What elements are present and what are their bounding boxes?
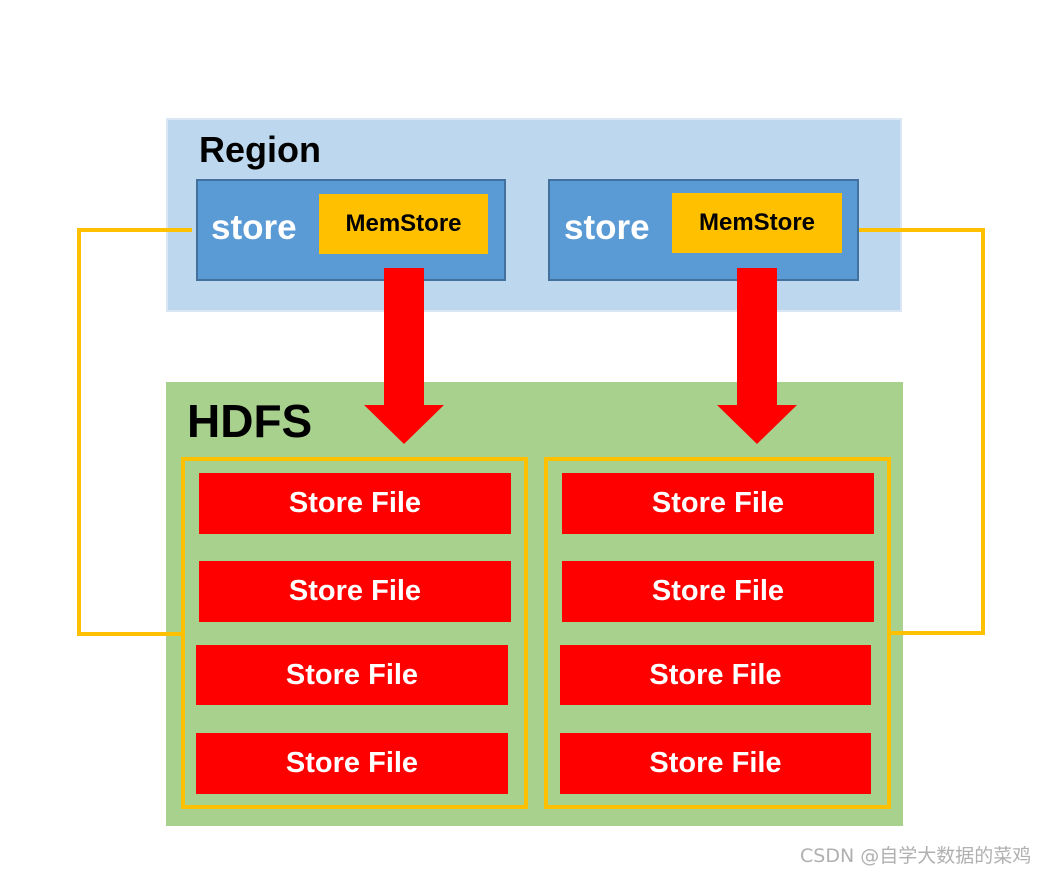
store-file-2-4: Store File bbox=[560, 733, 871, 794]
store-file-2-3: Store File bbox=[560, 645, 871, 705]
watermark: CSDN @自学大数据的菜鸡 bbox=[800, 845, 1032, 867]
store-file-1-2: Store File bbox=[199, 561, 511, 622]
store-label-2: store bbox=[564, 208, 650, 247]
flush-arrow-right bbox=[717, 268, 797, 444]
flush-arrow-left bbox=[364, 268, 444, 444]
store-file-1-4: Store File bbox=[196, 733, 508, 794]
store-file-2-2: Store File bbox=[562, 561, 874, 622]
memstore-1: MemStore bbox=[319, 194, 488, 254]
store-label-1: store bbox=[211, 208, 297, 247]
store-file-2-1: Store File bbox=[562, 473, 874, 534]
hdfs-title: HDFS bbox=[187, 395, 313, 447]
region-title: Region bbox=[199, 129, 321, 170]
storefile-group-2 bbox=[544, 457, 891, 809]
store-file-1-1: Store File bbox=[199, 473, 511, 534]
connector-line-right bbox=[859, 228, 985, 635]
connector-line-left bbox=[77, 228, 192, 636]
storefile-group-1 bbox=[181, 457, 528, 809]
store-file-1-3: Store File bbox=[196, 645, 508, 705]
memstore-2: MemStore bbox=[672, 193, 842, 253]
